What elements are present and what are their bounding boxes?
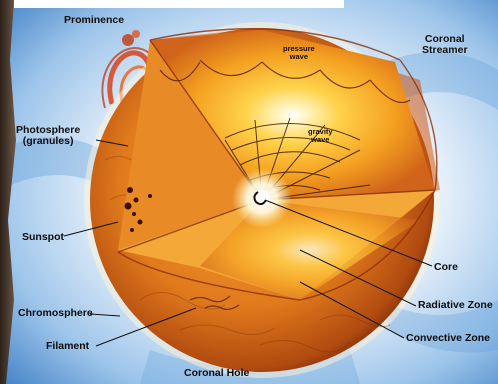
label-prominence: Prominence [64, 15, 124, 26]
label-filament: Filament [46, 341, 89, 352]
label-chromosphere: Chromosphere [18, 308, 93, 319]
label-photosphere-line2: (granules) [16, 136, 80, 147]
label-coronal-hole: Coronal Hole [184, 368, 249, 379]
label-gravity-wave-line2: wave [308, 136, 333, 144]
label-pressure-wave-line2: wave [283, 53, 315, 61]
label-radiative-zone: Radiative Zone [418, 300, 493, 311]
label-sunspot: Sunspot [22, 232, 64, 243]
label-pressure-wave: pressure wave [283, 45, 315, 61]
label-gravity-wave: gravity wave [308, 128, 333, 144]
label-photosphere: Photosphere (granules) [16, 125, 80, 147]
label-coronal-streamer: Coronal Streamer [422, 34, 468, 56]
label-coronal-streamer-line2: Streamer [422, 45, 468, 56]
label-core: Core [434, 262, 458, 273]
label-convective-zone: Convective Zone [406, 333, 490, 344]
